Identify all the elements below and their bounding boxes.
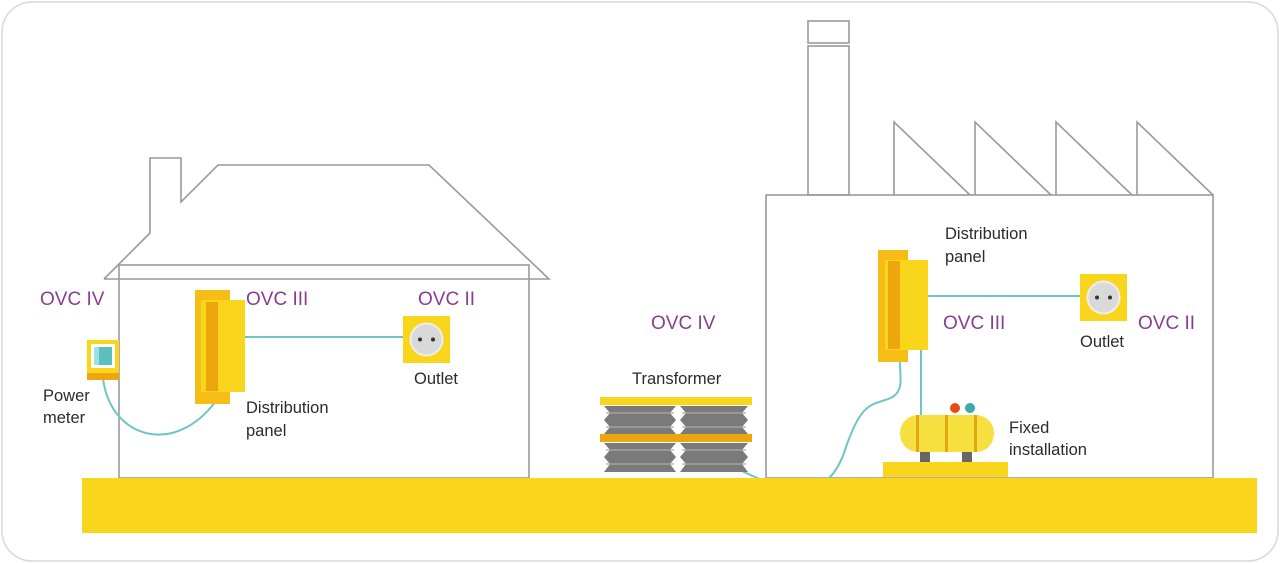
factory-outlet-icon — [1080, 274, 1127, 321]
roof-tooth — [1055, 120, 1133, 196]
factory-distribution-panel-icon — [878, 250, 928, 362]
roof-tooth — [893, 120, 971, 196]
factory-outlet-label: Outlet — [1080, 333, 1124, 351]
chimney-cap — [807, 20, 850, 44]
power-meter-icon — [87, 340, 119, 380]
factory-outlet-ovc: OVC II — [1138, 313, 1195, 334]
house-outlet-ovc: OVC II — [418, 289, 475, 310]
roof-tooth — [1136, 120, 1214, 196]
ground — [82, 478, 1257, 533]
house-panel-label: panel — [246, 422, 286, 440]
installation-label: installation — [1009, 441, 1087, 459]
roof-tooth — [974, 120, 1052, 196]
house-panel-label: Distribution — [246, 399, 329, 417]
factory-panel-label: Distribution — [945, 225, 1028, 243]
transformer-label: Transformer — [632, 370, 722, 388]
wire-meter-panel — [102, 377, 223, 436]
transformer-icon — [600, 397, 752, 472]
house-panel-ovc: OVC III — [246, 289, 308, 310]
factory-panel-ovc: OVC III — [943, 313, 1005, 334]
factory-chimney — [807, 45, 850, 196]
power-meter-label: Power — [43, 387, 90, 405]
outlet-icon — [403, 316, 450, 363]
house-meter-ovc: OVC IV — [40, 289, 105, 310]
house-roof — [103, 157, 552, 280]
distribution-panel-icon — [195, 290, 245, 404]
factory-panel-label: panel — [945, 248, 985, 266]
power-meter-label: meter — [43, 409, 86, 427]
fixed-installation-icon — [883, 403, 1008, 477]
installation-label: Fixed — [1009, 419, 1049, 437]
transformer-ovc: OVC IV — [651, 313, 716, 334]
house-outlet-label: Outlet — [414, 370, 458, 388]
